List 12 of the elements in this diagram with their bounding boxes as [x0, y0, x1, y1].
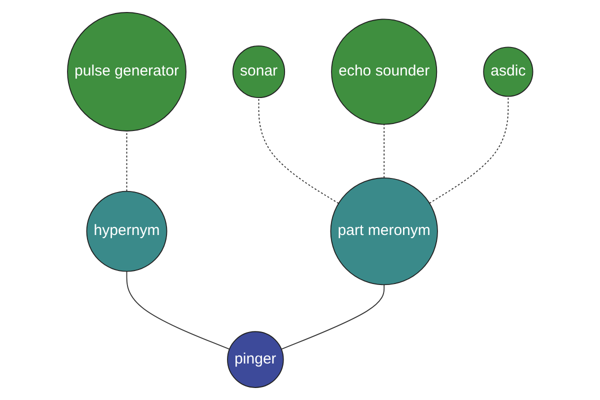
node-circle: echo sounder: [330, 18, 437, 125]
connector: [126, 130, 128, 192]
connector: [428, 96, 509, 204]
node-circle: sonar: [232, 45, 285, 98]
connector: [126, 270, 230, 350]
node-circle: pulse generator: [66, 12, 186, 132]
connector: [280, 284, 384, 350]
node-circle: part meronym: [330, 177, 438, 286]
node-circle: pinger: [226, 331, 284, 388]
node-circle: hypernym: [86, 190, 168, 272]
connector: [258, 97, 339, 204]
node-circle: asdic: [483, 46, 534, 97]
